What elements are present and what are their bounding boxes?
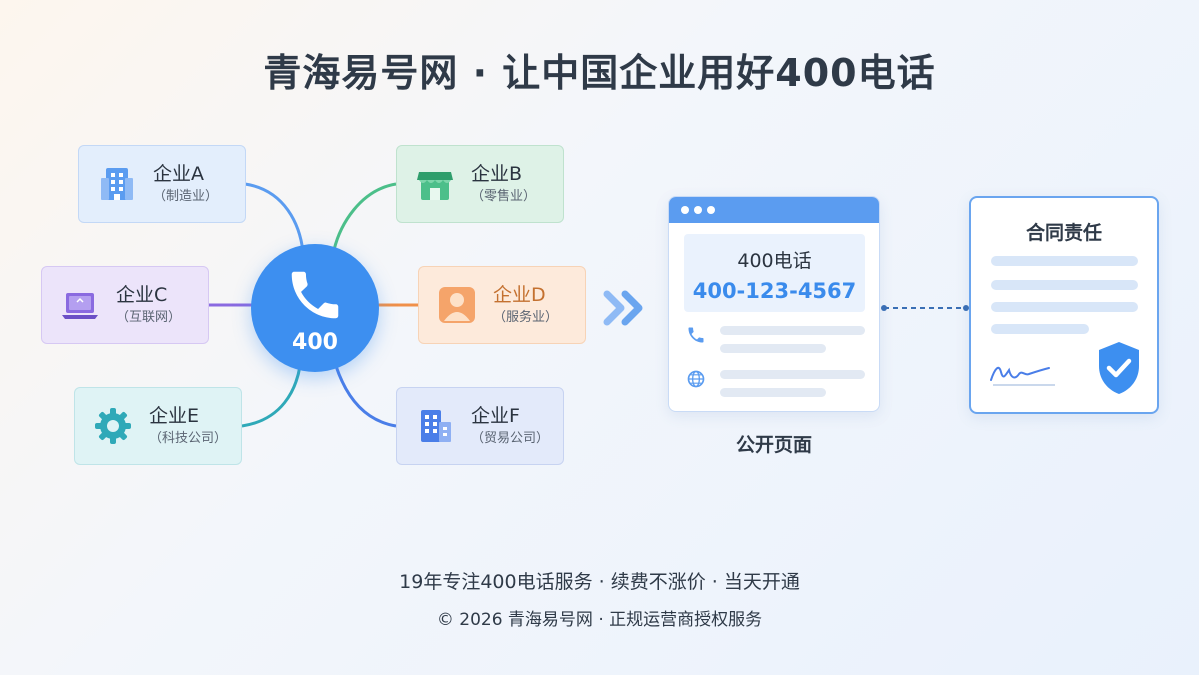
enterprise-card-b: 企业B （零售业） — [396, 145, 564, 223]
person-icon — [439, 287, 475, 323]
phone-icon — [688, 327, 704, 343]
enterprise-industry: （贸易公司） — [471, 431, 550, 446]
building-icon — [101, 168, 133, 200]
browser-title-bar — [669, 197, 879, 223]
link-e — [241, 365, 302, 428]
placeholder-line — [720, 326, 865, 335]
enterprise-name: 企业F — [471, 405, 520, 427]
enterprise-industry: （零售业） — [471, 189, 537, 204]
enterprise-name: 企业E — [149, 405, 200, 427]
hub-400-circle: 400 — [251, 244, 379, 372]
page-title: 青海易号网 · 让中国企业用好400电话 — [263, 51, 936, 95]
link-a — [244, 182, 305, 253]
placeholder-line — [720, 388, 826, 397]
enterprise-card-d: 企业D （服务业） — [418, 266, 586, 344]
contract-card: 合同责任 — [969, 196, 1159, 414]
enterprise-name: 企业D — [493, 284, 546, 306]
shield-check-icon — [1099, 342, 1139, 394]
phone-number: 400-123-4567 — [692, 279, 857, 303]
phone-number-box: 400电话 400-123-4567 — [684, 234, 865, 312]
placeholder-line — [720, 344, 826, 353]
contract-title: 合同责任 — [1025, 222, 1102, 244]
laptop-icon — [62, 293, 98, 319]
signature-icon — [990, 366, 1055, 386]
enterprise-card-f: 企业F （贸易公司） — [396, 387, 564, 465]
footer-copyright: © 2026 青海易号网 · 正规运营商授权服务 — [436, 610, 763, 630]
gear-icon — [95, 408, 131, 444]
contract-line — [991, 302, 1138, 312]
enterprise-name: 企业C — [116, 284, 168, 306]
enterprise-card-c: 企业C （互联网） — [41, 266, 209, 344]
globe-icon — [687, 370, 705, 388]
enterprise-industry: （服务业） — [493, 310, 559, 325]
double-chevron-right-icon — [603, 290, 643, 326]
enterprise-card-e: 企业E （科技公司） — [74, 387, 242, 465]
phone-icon — [291, 271, 339, 319]
placeholder-line — [720, 370, 865, 379]
office-building-icon — [421, 410, 451, 442]
phone-label: 400电话 — [737, 250, 812, 272]
enterprise-card-a: 企业A （制造业） — [78, 145, 246, 223]
contract-line — [991, 324, 1089, 334]
footer-tagline: 19年专注400电话服务 · 续费不涨价 · 当天开通 — [399, 571, 800, 593]
enterprise-industry: （科技公司） — [149, 431, 228, 446]
public-page-caption: 公开页面 — [735, 434, 812, 456]
link-f — [334, 365, 397, 428]
enterprise-industry: （互联网） — [116, 310, 182, 325]
link-b — [332, 182, 397, 251]
enterprise-name: 企业A — [153, 163, 204, 185]
contract-line — [991, 256, 1138, 266]
enterprise-name: 企业B — [471, 163, 523, 185]
enterprise-industry: （制造业） — [153, 189, 219, 204]
store-icon — [417, 172, 453, 200]
contract-line — [991, 280, 1138, 290]
public-page-card: 400电话 400-123-4567 — [668, 196, 880, 412]
hub-label: 400 — [292, 330, 338, 355]
